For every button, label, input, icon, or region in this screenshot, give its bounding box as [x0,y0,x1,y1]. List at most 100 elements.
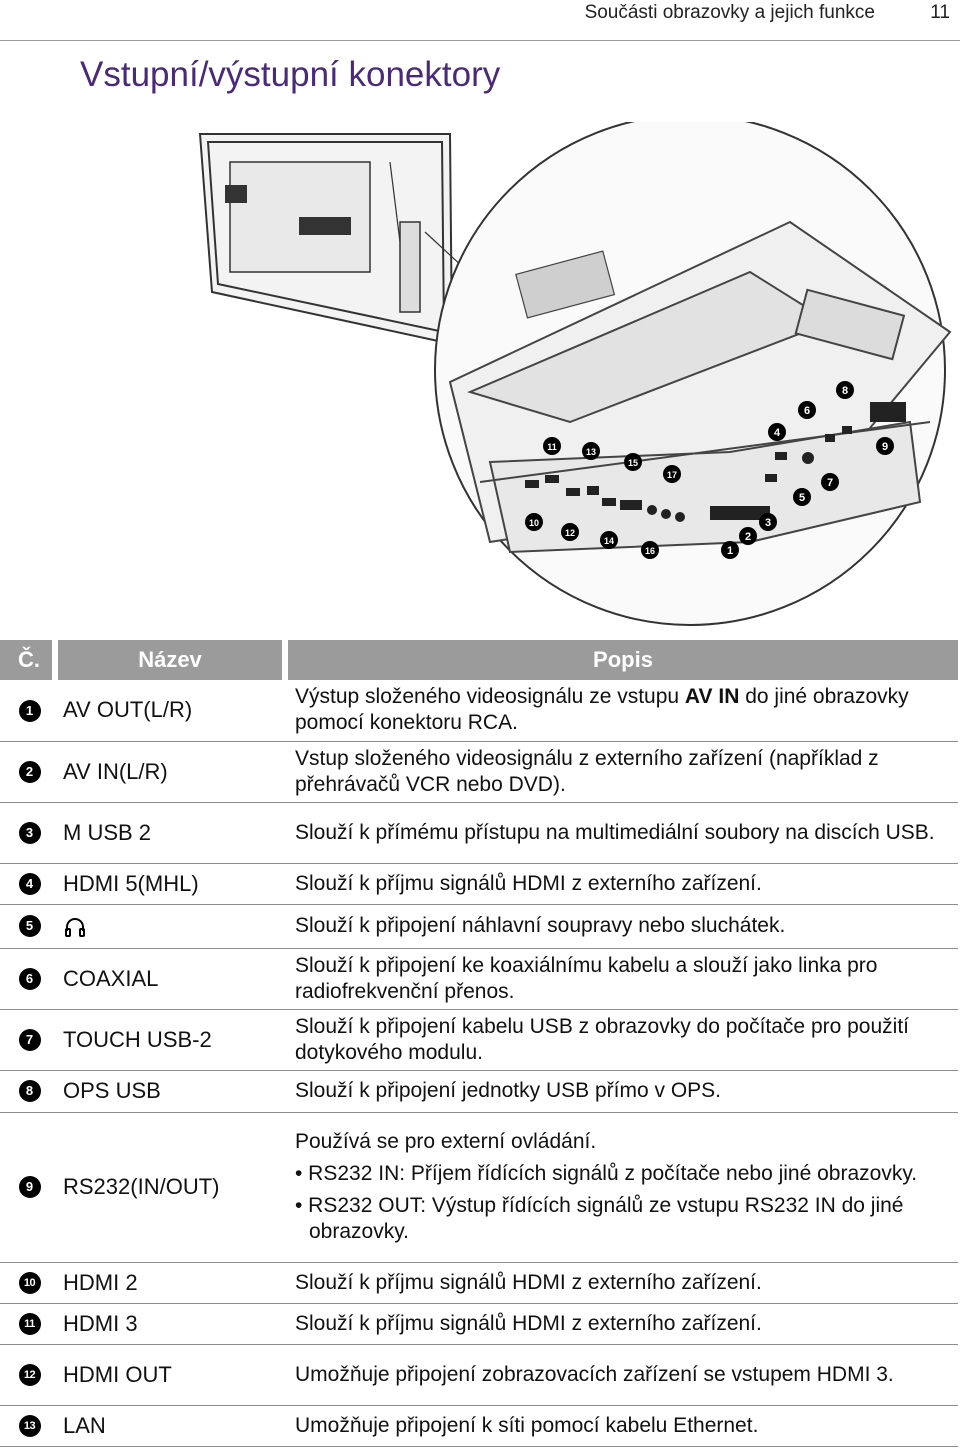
callout-1: 1 [721,541,739,559]
callout-11: 11 [543,437,561,455]
connector-name: HDMI 2 [55,1262,285,1304]
section-name: Součásti obrazovky a jejich funkce [584,2,875,23]
header-description: Popis [282,640,958,680]
table-header-row: Č. Název Popis [0,640,958,680]
svg-text:4: 4 [774,427,781,439]
table-row: 12 HDMI OUT Umožňuje připojení zobrazova… [0,1344,958,1406]
display-overview [198,133,491,346]
svg-text:9: 9 [882,441,888,453]
row-number-badge: 6 [18,967,41,990]
page-number: 11 [930,2,950,23]
table-row: 2 AV IN(L/R) Vstup složeného videosignál… [0,741,958,803]
row-number-badge: 11 [18,1312,41,1335]
connector-name: LAN [55,1405,285,1447]
connector-description: Slouží k připojení kabelu USB z obrazovk… [285,1009,958,1071]
connector-diagram: 1 2 3 4 5 6 7 8 9 10 11 12 13 14 15 16 1… [198,122,952,626]
svg-text:16: 16 [645,546,655,556]
callout-10: 10 [525,513,543,531]
connector-description: Slouží k připojení jednotky USB přímo v … [285,1070,958,1113]
table-row: 3 M USB 2 Slouží k přímému přístupu na m… [0,802,958,864]
svg-text:14: 14 [604,536,614,546]
svg-text:6: 6 [804,405,810,417]
callout-5: 5 [793,488,811,506]
svg-text:1: 1 [727,545,733,557]
row-number-badge: 12 [18,1363,41,1386]
svg-text:12: 12 [565,528,575,538]
header-divider [0,40,960,41]
table-row: 13 LAN Umožňuje připojení k síti pomocí … [0,1405,958,1447]
callout-13: 13 [582,442,600,460]
connector-name: HDMI 3 [55,1303,285,1345]
page-header: Součásti obrazovky a jejich funkce 11 [0,0,960,42]
connector-description: Slouží k přímému přístupu na multimediál… [285,802,958,864]
table-row: 8 OPS USB Slouží k připojení jednotky US… [0,1070,958,1113]
header-name: Název [52,640,285,680]
connector-description: Výstup složeného videosignálu ze vstupu … [285,680,958,742]
row-number-badge: 2 [18,760,41,783]
svg-text:13: 13 [586,447,596,457]
headphone-icon [65,918,85,938]
table-row: 1 AV OUT(L/R) Výstup složeného videosign… [0,680,958,742]
row-number-badge: 7 [18,1028,41,1051]
connector-description: Slouží k příjmu signálů HDMI z externího… [285,1262,958,1304]
connector-name: M USB 2 [55,802,285,864]
callout-4: 4 [768,423,786,441]
connector-description: Umožňuje připojení zobrazovacích zařízen… [285,1344,958,1406]
connector-name: RS232(IN/OUT) [55,1112,285,1263]
callout-12: 12 [561,523,579,541]
row-number-badge: 9 [18,1176,41,1199]
callout-14: 14 [600,531,618,549]
callout-16: 16 [641,541,659,559]
table-row: 10 HDMI 2 Slouží k příjmu signálů HDMI z… [0,1262,958,1304]
svg-text:15: 15 [628,458,638,468]
svg-text:2: 2 [745,531,751,543]
table-row: 11 HDMI 3 Slouží k příjmu signálů HDMI z… [0,1303,958,1345]
table-row: 9 RS232(IN/OUT) Používá se pro externí o… [0,1112,958,1263]
row-number-badge: 5 [18,915,41,938]
callout-7: 7 [821,473,839,491]
callout-9: 9 [876,437,894,455]
connector-name: TOUCH USB-2 [55,1009,285,1071]
connector-description: Slouží k příjmu signálů HDMI z externího… [285,1303,958,1345]
connector-name: HDMI 5(MHL) [55,863,285,905]
connector-name: COAXIAL [55,948,285,1010]
description-intro: Používá se pro externí ovládání. [295,1130,597,1153]
connector-name: AV OUT(L/R) [55,680,285,742]
header-number: Č. [0,640,55,680]
callout-2: 2 [739,527,757,545]
row-number-badge: 4 [18,872,41,895]
connector-description: Vstup složeného videosignálu z externího… [285,741,958,803]
table-row: 5 Slouží k připojení náhlavní soupravy n… [0,904,958,949]
connector-description: Používá se pro externí ovládání. • RS232… [285,1112,958,1263]
svg-text:3: 3 [765,517,771,529]
callout-15: 15 [624,453,642,471]
connector-description: Umožňuje připojení k síti pomocí kabelu … [285,1405,958,1447]
row-number-badge: 10 [18,1271,41,1294]
page-title: Vstupní/výstupní konektory [80,55,501,94]
row-number-badge: 3 [18,821,41,844]
connector-name: OPS USB [55,1070,285,1113]
connector-name: AV IN(L/R) [55,741,285,803]
svg-text:17: 17 [667,470,677,480]
svg-text:5: 5 [799,492,805,504]
connector-description: Slouží k připojení ke koaxiálnímu kabelu… [285,948,958,1010]
table-row: 7 TOUCH USB-2 Slouží k připojení kabelu … [0,1009,958,1071]
table-row: 4 HDMI 5(MHL) Slouží k příjmu signálů HD… [0,863,958,905]
connector-table: Č. Název Popis 1 AV OUT(L/R) Výstup slož… [0,640,958,1447]
row-number-badge: 1 [18,699,41,722]
connector-name: HDMI OUT [55,1344,285,1406]
svg-text:10: 10 [529,518,539,528]
svg-text:11: 11 [547,442,557,452]
connector-description: Slouží k příjmu signálů HDMI z externího… [285,863,958,905]
row-number-badge: 13 [18,1414,41,1437]
bullet-rs232-in: • RS232 IN: Příjem řídících signálů z po… [295,1162,918,1185]
callout-8: 8 [836,381,854,399]
connector-ports [525,402,906,522]
connector-description: Slouží k připojení náhlavní soupravy neb… [285,904,958,949]
svg-text:7: 7 [827,477,833,489]
table-row: 6 COAXIAL Slouží k připojení ke koaxiáln… [0,948,958,1010]
callout-17: 17 [663,465,681,483]
callout-6: 6 [798,401,816,419]
svg-text:8: 8 [842,385,848,397]
row-number-badge: 8 [18,1080,41,1103]
